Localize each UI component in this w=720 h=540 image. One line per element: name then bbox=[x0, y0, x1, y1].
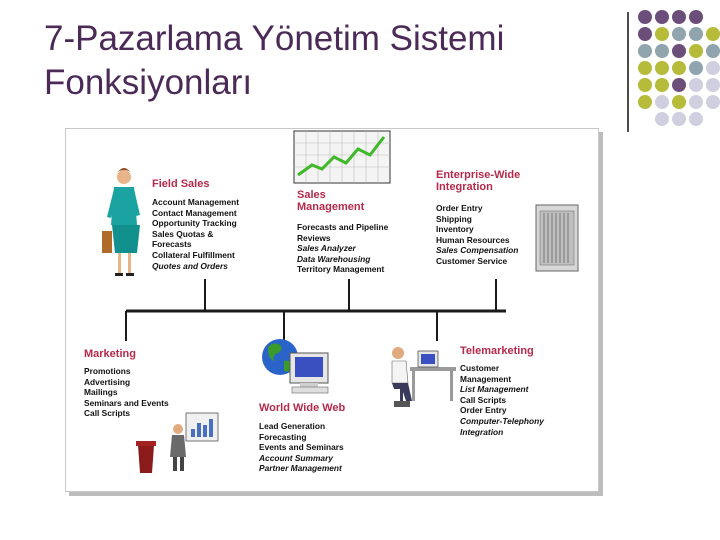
decorative-dot-grid bbox=[638, 10, 720, 126]
www-heading: World Wide Web bbox=[259, 402, 346, 414]
dot bbox=[672, 78, 686, 92]
list-item: Opportunity Tracking bbox=[152, 218, 237, 229]
dot bbox=[655, 10, 669, 24]
list-item: Account Management bbox=[152, 197, 240, 207]
dot bbox=[706, 27, 720, 41]
timeline-connectors bbox=[125, 279, 506, 341]
dot bbox=[689, 95, 703, 109]
dot bbox=[706, 78, 720, 92]
dot bbox=[638, 78, 652, 92]
list-item: Sales Quotas & bbox=[152, 228, 214, 239]
list-item: Partner Management bbox=[259, 463, 342, 474]
dot bbox=[706, 44, 720, 58]
list-item: Promotions bbox=[84, 366, 131, 376]
dot bbox=[638, 27, 652, 41]
marketing-heading: Marketing bbox=[84, 348, 136, 360]
dot bbox=[655, 112, 669, 126]
dot bbox=[672, 95, 686, 109]
list-item: Order Entry bbox=[460, 405, 507, 416]
list-item: Shipping bbox=[436, 213, 472, 224]
list-item: Advertising bbox=[84, 376, 131, 387]
growth-chart-illustration bbox=[293, 130, 391, 184]
presenter-illustration bbox=[136, 412, 219, 473]
list-item: Sales Analyzer bbox=[297, 243, 356, 254]
dot bbox=[655, 44, 669, 58]
list-item: Account Summary bbox=[259, 452, 333, 463]
title-divider bbox=[627, 12, 629, 132]
dot bbox=[638, 95, 652, 109]
dot bbox=[672, 27, 686, 41]
dot bbox=[689, 112, 703, 126]
list-item: Management bbox=[460, 373, 512, 384]
list-item: Collateral Fulfillment bbox=[152, 249, 235, 260]
enterprise-heading-line2: Integration bbox=[436, 181, 493, 193]
businesswoman-illustration bbox=[102, 168, 140, 276]
list-item: Contact Management bbox=[152, 207, 237, 218]
dot bbox=[689, 61, 703, 75]
dot bbox=[706, 61, 720, 75]
enterprise-heading-line1: Enterprise-Wide bbox=[436, 169, 521, 181]
list-item: Customer Service bbox=[436, 255, 508, 266]
dot bbox=[689, 78, 703, 92]
dot bbox=[638, 44, 652, 58]
dot bbox=[655, 95, 669, 109]
list-item: Quotes and Orders bbox=[152, 260, 228, 271]
list-item: List Management bbox=[460, 384, 529, 395]
list-item: Call Scripts bbox=[84, 408, 131, 419]
dot bbox=[689, 10, 703, 24]
list-item: Seminars and Events bbox=[84, 397, 169, 408]
telemarketer-illustration bbox=[391, 347, 456, 407]
dot bbox=[706, 95, 720, 109]
sales-management-heading: Sales Management bbox=[297, 189, 364, 213]
title-line-1: 7-Pazarlama Yönetim Sistemi bbox=[44, 19, 505, 58]
list-item: Order Entry bbox=[436, 203, 483, 213]
dot bbox=[672, 61, 686, 75]
list-item: Forecasts and Pipeline bbox=[297, 222, 389, 232]
list-item: Integration bbox=[460, 426, 504, 437]
dot bbox=[638, 10, 652, 24]
dot bbox=[672, 112, 686, 126]
dot bbox=[672, 10, 686, 24]
list-item: Inventory bbox=[436, 224, 474, 235]
list-item: Lead Generation bbox=[259, 421, 326, 431]
dot bbox=[689, 44, 703, 58]
list-item: Data Warehousing bbox=[297, 253, 371, 264]
list-item: Territory Management bbox=[297, 264, 385, 275]
telemarketing-heading: Telemarketing bbox=[460, 345, 534, 357]
sales-management-heading-line1: Sales bbox=[297, 189, 326, 201]
list-item: Reviews bbox=[297, 232, 331, 243]
list-item: Mailings bbox=[84, 387, 118, 398]
list-item: Events and Seminars bbox=[259, 442, 344, 453]
field-sales-heading: Field Sales bbox=[152, 178, 210, 190]
list-item: Computer-Telephony bbox=[460, 415, 544, 426]
list-item: Forecasting bbox=[259, 431, 307, 442]
dot bbox=[655, 61, 669, 75]
dot bbox=[672, 44, 686, 58]
list-item: Call Scripts bbox=[460, 394, 507, 405]
dot bbox=[638, 61, 652, 75]
list-item: Sales Compensation bbox=[436, 245, 519, 256]
sales-management-heading-line2: Management bbox=[297, 201, 365, 213]
slide-title: 7-Pazarlama Yönetim Sistemi Fonksiyonlar… bbox=[44, 17, 504, 105]
dot bbox=[655, 78, 669, 92]
list-item: Human Resources bbox=[436, 234, 510, 245]
enterprise-heading: Enterprise-Wide Integration bbox=[436, 169, 520, 193]
server-rack-illustration bbox=[535, 204, 579, 272]
dot bbox=[655, 27, 669, 41]
dot bbox=[689, 27, 703, 41]
globe-computer-illustration bbox=[262, 339, 329, 394]
list-item: Forecasts bbox=[152, 239, 192, 250]
list-item: Customer bbox=[460, 363, 500, 373]
title-line-2: Fonksiyonları bbox=[44, 63, 253, 102]
